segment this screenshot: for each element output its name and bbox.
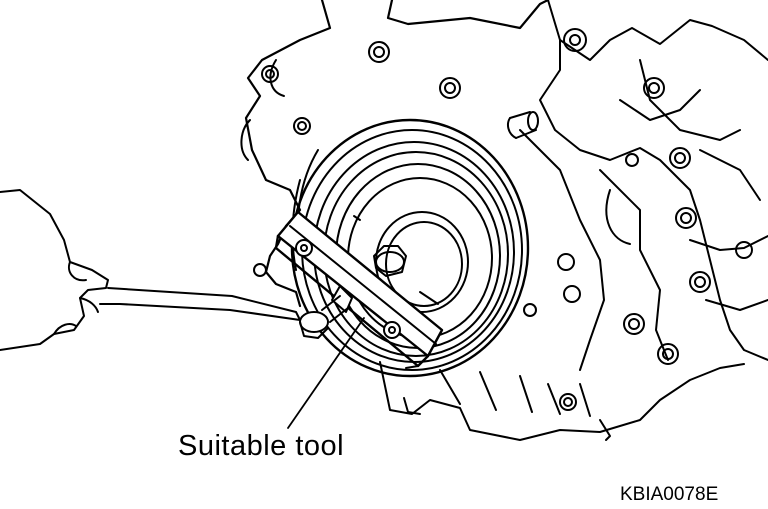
hand xyxy=(0,190,108,350)
block-bolt-holes xyxy=(254,29,752,410)
dowel-pin xyxy=(508,112,538,138)
pulley-bolt xyxy=(374,246,406,276)
callout-label: Suitable tool xyxy=(178,430,345,462)
engine-block xyxy=(241,0,768,440)
figure-id: KBIA0078E xyxy=(620,484,719,505)
holder-tool xyxy=(276,212,442,368)
callout-leader xyxy=(288,318,364,428)
handle-bar xyxy=(100,288,300,320)
